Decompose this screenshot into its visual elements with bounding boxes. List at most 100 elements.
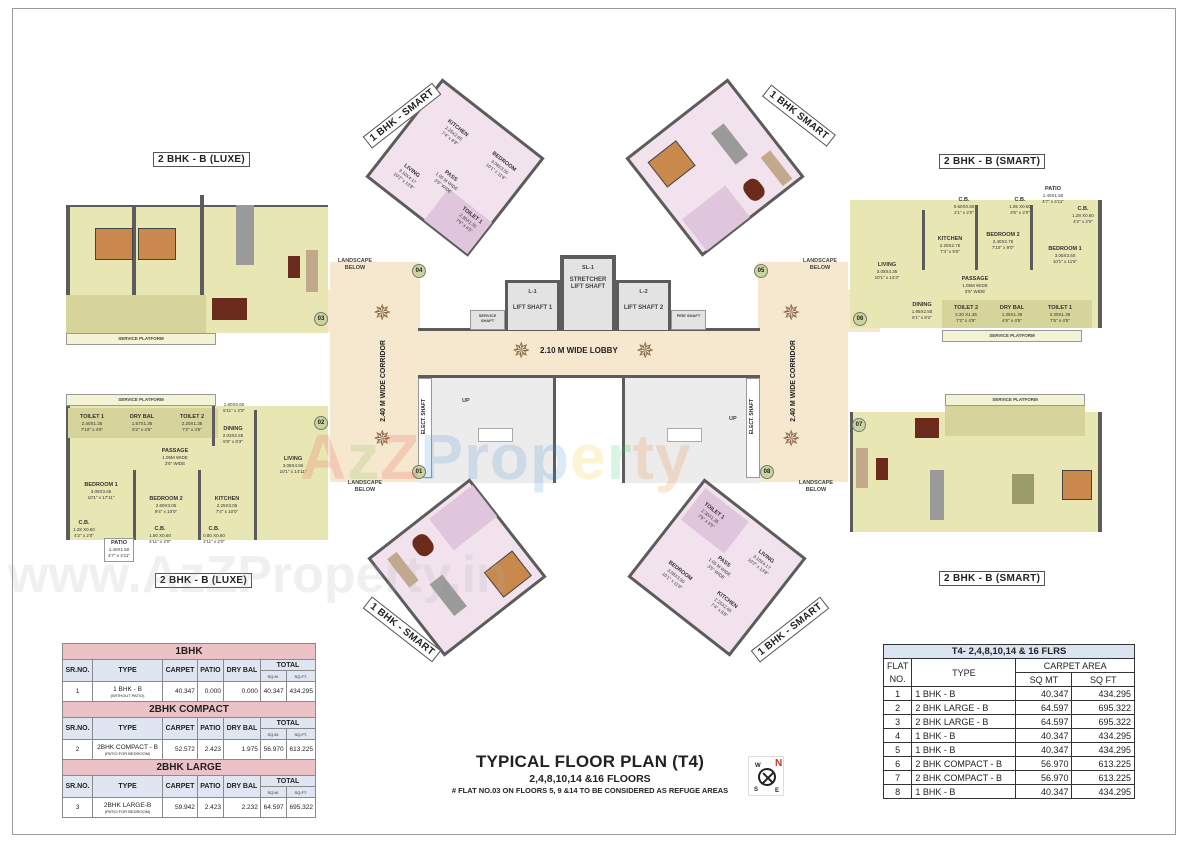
- landing: [478, 428, 513, 442]
- stair-up-label: UP: [729, 416, 737, 422]
- sofa-icon: [306, 250, 318, 292]
- stretcher-lift-shaft: SL-1 STRETCHER LIFT SHAFT: [560, 255, 616, 330]
- wall: [132, 205, 136, 295]
- section-title: 2BHK LARGE: [62, 759, 316, 776]
- kitchen-counter: [236, 205, 254, 265]
- dining-table-icon: [409, 530, 437, 560]
- unit-06-number: 06: [853, 312, 867, 326]
- compass-rose-icon: ✵: [373, 426, 392, 451]
- compass-rose-icon: ✵: [636, 338, 655, 363]
- summary-title: T4- 2,4,8,10,14 & 16 FLRS: [883, 644, 1135, 659]
- table-row: 3 2BHK LARGE-B(PATIO FOR BEDROOM) 59.942…: [61, 797, 317, 818]
- toilets-block: [68, 408, 218, 438]
- wall: [198, 470, 201, 540]
- service-platform: SERVICE PLATFORM: [942, 330, 1082, 342]
- wall: [200, 195, 204, 295]
- table-row: 1 1 BHK - B(WITHOUT PATIO) 40.347 0.000 …: [61, 681, 317, 702]
- compass-rose-icon: ✵: [512, 338, 531, 363]
- lift1-label: LIFT SHAFT 1: [512, 305, 553, 311]
- bed-icon: [1062, 470, 1092, 500]
- bed-icon: [95, 228, 133, 260]
- lobby-void: [556, 378, 622, 483]
- plan-note: # FLAT NO.03 ON FLOORS 5, 9 &14 TO BE CO…: [451, 786, 729, 795]
- service-platform: SERVICE PLATFORM: [945, 394, 1085, 406]
- right-corridor: [758, 262, 848, 482]
- stair-up-label: UP: [462, 398, 470, 404]
- left-corridor: [330, 262, 420, 482]
- staircase-left: ELECT. SHAFT UP: [418, 378, 556, 483]
- dining-table-icon: [740, 175, 768, 204]
- wall: [975, 205, 978, 270]
- unit-02-number: 02: [314, 416, 328, 430]
- unit-03-label: 2 BHK - B (LUXE): [153, 152, 251, 167]
- unit-01-number: 01: [412, 465, 426, 479]
- right-corridor-label: 2.40 M WIDE CORRIDOR: [790, 340, 797, 422]
- stretcher-label: STRETCHER LIFT SHAFT: [569, 277, 607, 291]
- toilets-block: [66, 295, 206, 333]
- landscape-below-label: LANDSCAPE BELOW: [347, 480, 383, 493]
- wall: [922, 210, 925, 270]
- sofa-icon: [760, 150, 793, 187]
- wall: [212, 406, 215, 446]
- landscape-below-label: LANDSCAPE BELOW: [798, 480, 834, 493]
- unit-07-number: 07: [852, 418, 866, 432]
- section-title: 1BHK: [62, 643, 316, 660]
- dining-table-icon: [212, 298, 247, 320]
- kitchen-counter: [429, 574, 467, 616]
- unit-07-label: 2 BHK - B (SMART): [939, 571, 1046, 586]
- plan-title: TYPICAL FLOOR PLAN (T4): [475, 752, 705, 771]
- unit-05-number: 05: [754, 264, 768, 278]
- elect-shaft-left: ELECT. SHAFT: [418, 378, 432, 478]
- service-platform: SERVICE PLATFORM: [66, 394, 216, 406]
- kitchen-counter: [930, 470, 944, 520]
- toilets-block: [945, 406, 1085, 436]
- unit-03-number: 03: [314, 312, 328, 326]
- plan-floors: 2,4,8,10,14 &16 FLOORS: [529, 773, 651, 785]
- area-breakdown-table: 1BHK SR.NO. TYPE CARPET PATIO DRY BAL TO…: [61, 643, 317, 818]
- landing: [667, 428, 702, 442]
- patio: [104, 538, 134, 562]
- service-platform: SERVICE PLATFORM: [66, 333, 216, 345]
- lift2-tag: L-2: [639, 289, 648, 295]
- lift-shaft-2: L-2 LIFT SHAFT 2: [616, 280, 671, 330]
- wall: [254, 410, 257, 540]
- sofa-icon: [856, 448, 868, 488]
- compass-icon: W N S E: [748, 756, 784, 796]
- table-icon: [288, 256, 300, 278]
- compass-rose-icon: ✵: [373, 300, 392, 325]
- bed-icon: [138, 228, 176, 260]
- left-corridor-label: 2.40 M WIDE CORRIDOR: [380, 340, 387, 422]
- landscape-below-label: LANDSCAPE BELOW: [802, 258, 838, 271]
- table-icon: [876, 458, 888, 480]
- lift-shaft-1: L-1 LIFT SHAFT 1: [505, 280, 560, 330]
- table-row: 2 2BHK COMPACT - B(PATIO FOR BEDROOM) 52…: [61, 739, 317, 760]
- dining-table-icon: [915, 418, 939, 438]
- toilets-block: [942, 300, 1092, 328]
